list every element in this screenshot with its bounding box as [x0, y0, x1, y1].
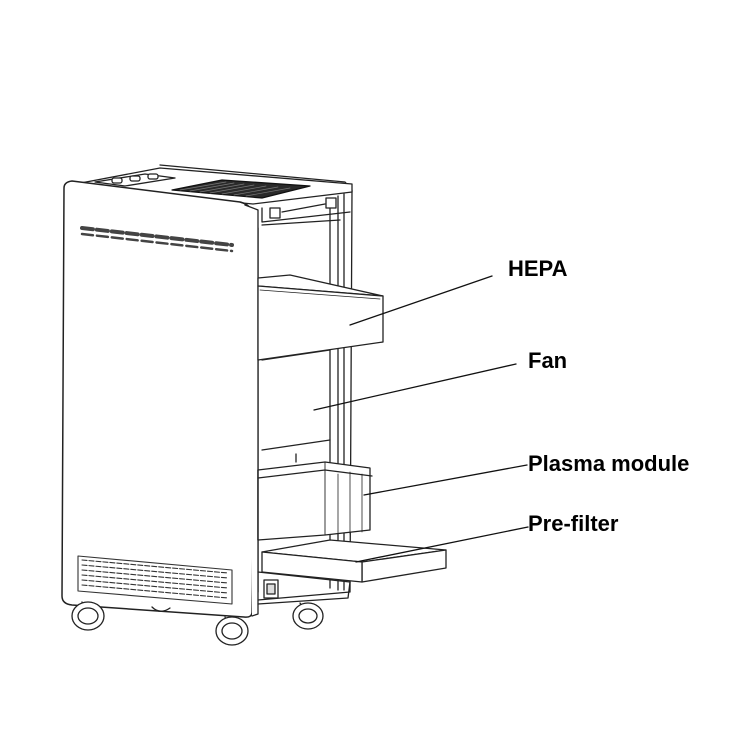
leader-line-plasma	[363, 464, 528, 496]
front-panel	[61, 180, 259, 618]
plasma-module	[257, 461, 373, 541]
caster-rear-right	[292, 602, 324, 630]
casters	[71, 601, 324, 646]
leader-line-fan	[313, 363, 517, 411]
hepa-filter	[257, 274, 384, 361]
fan-compartment	[261, 349, 331, 463]
caster-front-right	[215, 616, 249, 646]
leader-line-prefilter	[355, 526, 529, 563]
label-pre-filter: Pre-filter	[528, 511, 619, 536]
caster-rear-left	[151, 606, 171, 612]
front-bottom-grille	[77, 555, 233, 605]
front-top-vent	[80, 226, 234, 253]
base-panel	[257, 571, 351, 605]
caster-front-left	[71, 601, 105, 631]
leader-lines	[313, 275, 529, 563]
leader-line-hepa	[349, 275, 493, 326]
top-grille	[171, 179, 311, 199]
label-fan: Fan	[528, 348, 568, 373]
label-hepa: HEPA	[508, 256, 568, 281]
label-plasma-module: Plasma module	[528, 451, 690, 476]
